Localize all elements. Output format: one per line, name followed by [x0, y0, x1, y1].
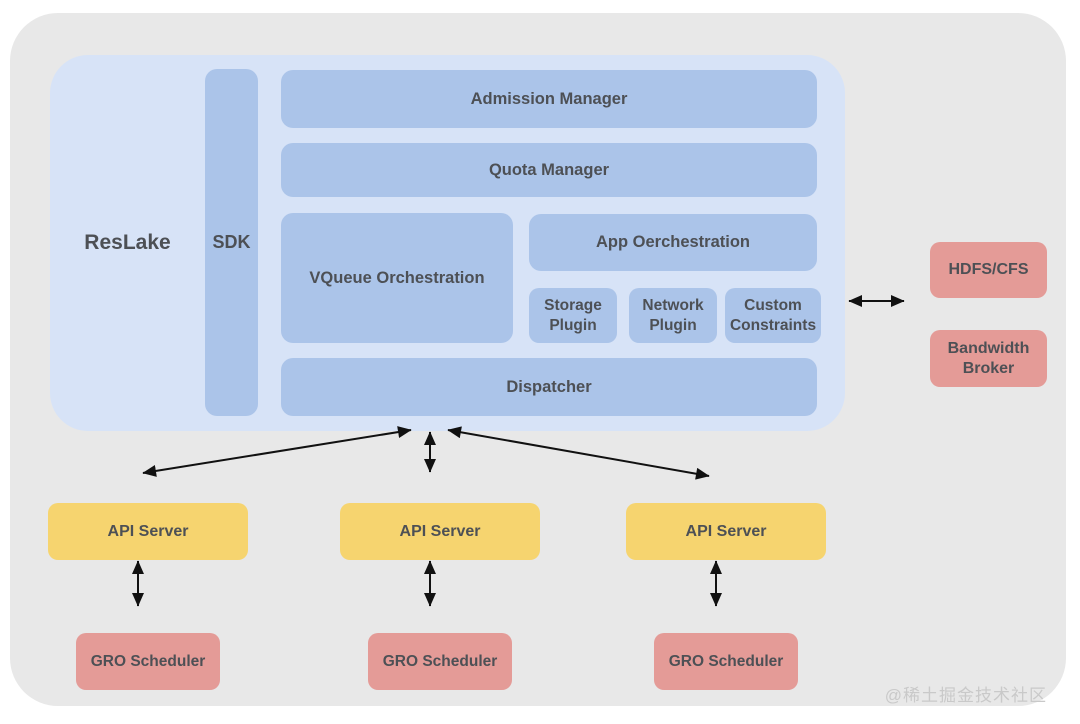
- sdk-box: SDK: [205, 69, 258, 416]
- diagram-panel: ResLake SDK Admission Manager Quota Mana…: [10, 13, 1066, 706]
- gro-scheduler-box-2: GRO Scheduler: [368, 633, 512, 690]
- api-server-box-1: API Server: [48, 503, 248, 560]
- gro-scheduler-box-1: GRO Scheduler: [76, 633, 220, 690]
- custom-constraints-box: Custom Constraints: [725, 288, 821, 343]
- hdfs-cfs-box: HDFS/CFS: [930, 242, 1047, 298]
- api-server-box-2: API Server: [340, 503, 540, 560]
- quota-manager-box: Quota Manager: [281, 143, 817, 197]
- app-orchestration-box: App Oerchestration: [529, 214, 817, 271]
- vqueue-orchestration-box: VQueue Orchestration: [281, 213, 513, 343]
- bandwidth-broker-box: Bandwidth Broker: [930, 330, 1047, 387]
- reslake-label: ResLake: [84, 231, 171, 254]
- watermark: @稀土掘金技术社区: [884, 686, 1047, 705]
- admission-manager-box: Admission Manager: [281, 70, 817, 128]
- api-server-box-3: API Server: [626, 503, 826, 560]
- storage-plugin-box: Storage Plugin: [529, 288, 617, 343]
- network-plugin-box: Network Plugin: [629, 288, 717, 343]
- gro-scheduler-box-3: GRO Scheduler: [654, 633, 798, 690]
- dispatcher-box: Dispatcher: [281, 358, 817, 416]
